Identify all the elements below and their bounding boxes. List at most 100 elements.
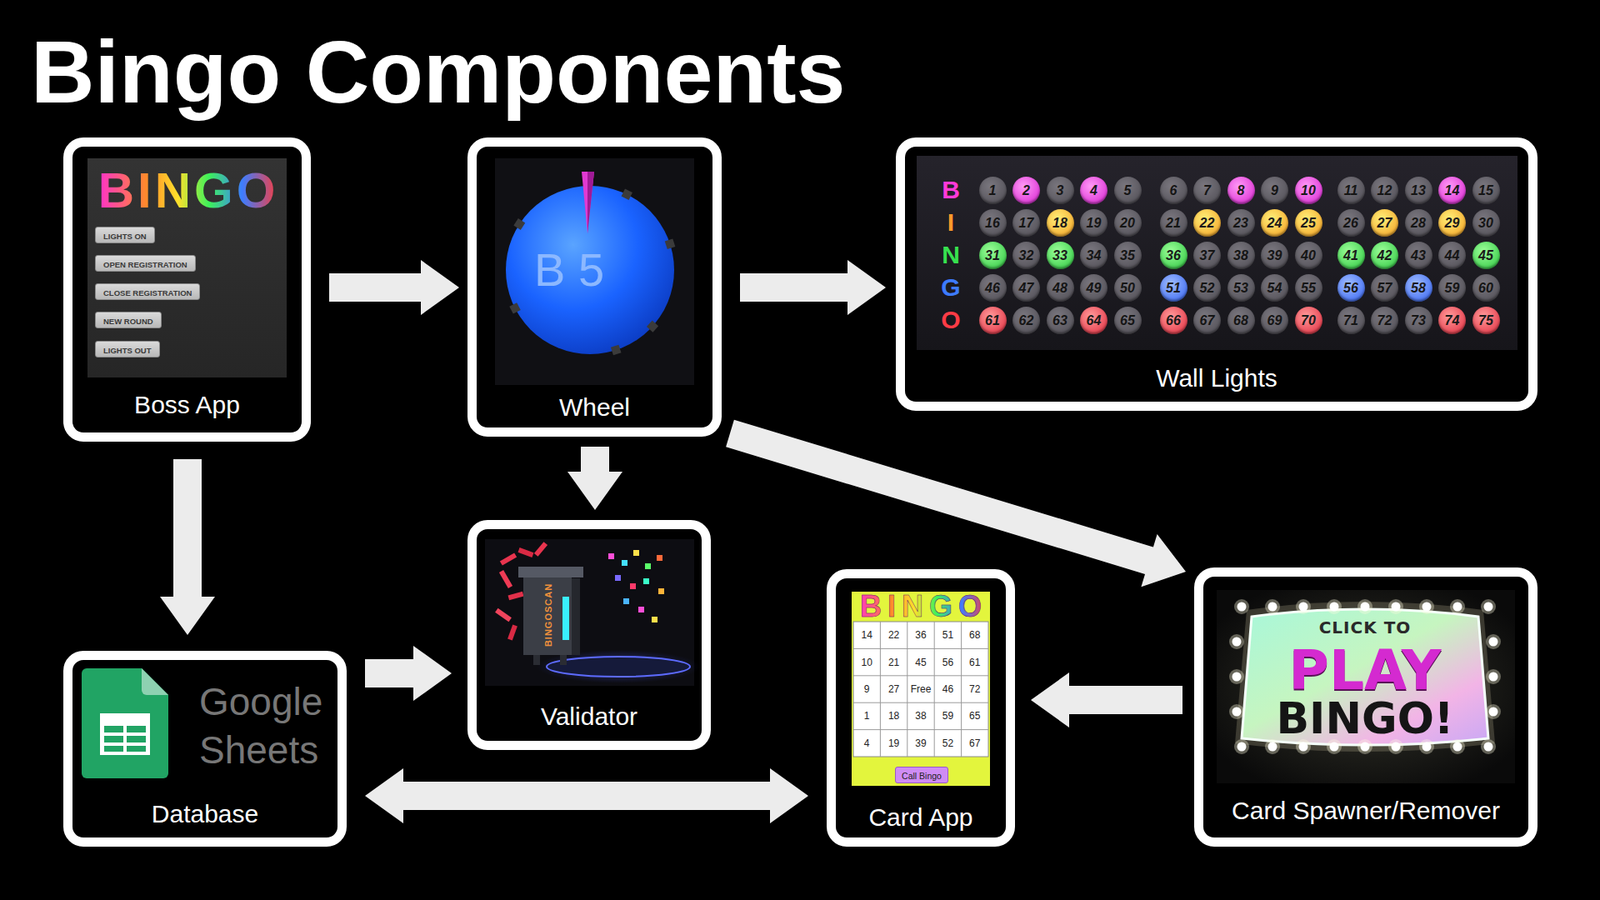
screen-background	[495, 158, 695, 385]
bulb-glow	[1295, 599, 1311, 615]
board-number: 35	[1114, 241, 1142, 270]
sheet-fold	[141, 668, 169, 695]
board-number: 13	[1405, 176, 1433, 205]
bulb-glow	[1326, 739, 1342, 755]
component-box: Wheel B 5	[467, 137, 722, 437]
bulb	[1453, 742, 1463, 752]
bulb	[1484, 602, 1494, 612]
bulb-glow	[1234, 599, 1250, 615]
card-cell: 10	[861, 657, 873, 668]
control-button: LIGHTS ON	[95, 226, 155, 244]
board-number: 28	[1405, 209, 1433, 237]
sign-text: BINGO!	[1275, 696, 1454, 740]
bingo-logo: BINGO	[854, 591, 988, 622]
confetti	[645, 563, 651, 570]
board-number: 8	[1227, 176, 1255, 205]
card-cell: 21	[888, 657, 900, 668]
board-number: 27	[1370, 209, 1399, 237]
flow-arrow	[365, 645, 452, 701]
bulb	[1268, 742, 1278, 752]
board-number: 62	[1012, 306, 1040, 335]
card-cell: 59	[942, 710, 954, 721]
card-cell: 18	[888, 710, 900, 721]
screen-background	[851, 591, 990, 786]
wheel-ball: B 5	[505, 185, 675, 355]
card-cell: 27	[888, 684, 900, 695]
machine-side	[571, 578, 580, 655]
confetti	[651, 616, 658, 623]
bulb-glow	[1234, 739, 1250, 755]
board-number: 58	[1405, 274, 1433, 302]
component-label: Wall Lights	[1155, 363, 1278, 394]
bulb	[1391, 602, 1401, 612]
board-number: 17	[1012, 209, 1040, 237]
machine-cap	[518, 566, 584, 578]
bulb	[1489, 637, 1499, 647]
card-grid	[853, 621, 989, 757]
sheet-cell	[104, 725, 124, 733]
board-number: 14	[1438, 176, 1466, 205]
component-label: Wheel	[559, 392, 630, 423]
sign-panel	[1241, 609, 1489, 745]
board-number: 55	[1295, 274, 1323, 302]
board-number: 72	[1370, 306, 1399, 335]
board-number: 74	[1438, 306, 1466, 335]
component-label: Database	[151, 799, 259, 830]
board-number: 49	[1080, 274, 1108, 302]
board-number: 19	[1080, 209, 1108, 237]
grid-lines	[853, 621, 989, 757]
control-button: NEW ROUND	[95, 311, 162, 329]
bulb	[1489, 707, 1499, 717]
board-number: 44	[1438, 241, 1466, 270]
bulb-glow	[1229, 669, 1245, 685]
sign-glow	[1235, 601, 1495, 752]
card-cell: 51	[942, 630, 954, 640]
spawner-backdrop	[1216, 590, 1515, 784]
card-cell: 14	[861, 630, 873, 640]
bulb-glow	[1485, 669, 1501, 685]
confetti	[507, 625, 518, 641]
board-letter: I	[947, 210, 955, 235]
card-cell: 67	[969, 738, 980, 749]
bulb-glow	[1480, 739, 1496, 755]
button-label: Call Bingo	[901, 768, 942, 784]
board-number: 41	[1337, 241, 1365, 270]
confetti	[534, 541, 548, 557]
board-number: 66	[1160, 306, 1188, 335]
machine-screen	[562, 596, 570, 640]
product-name: Sheets	[199, 728, 319, 772]
bulb-glow	[1485, 704, 1501, 720]
card-cell: 52	[942, 738, 954, 749]
board-number: 6	[1160, 176, 1188, 205]
confetti	[656, 555, 663, 561]
board-number: 37	[1193, 241, 1221, 270]
board-number: 3	[1046, 176, 1075, 205]
confetti	[658, 588, 665, 595]
board-number: 30	[1472, 209, 1500, 237]
card-cell: 9	[864, 684, 870, 695]
board-number: 51	[1160, 274, 1188, 302]
board-number: 68	[1227, 306, 1255, 335]
bulb-glow	[1485, 634, 1501, 650]
sheet-cell	[126, 725, 146, 733]
card-cell: 46	[942, 684, 954, 695]
card-cell: 1	[864, 710, 870, 721]
bulb	[1237, 602, 1247, 612]
confetti	[495, 608, 512, 622]
card-cell: 39	[915, 738, 926, 749]
bulb	[1422, 742, 1432, 752]
bulb-glow	[1295, 739, 1311, 755]
bulb	[1422, 602, 1432, 612]
confetti	[623, 598, 630, 605]
sign-text: PLAY	[1289, 643, 1442, 699]
component-label: Card Spawner/Remover	[1231, 795, 1500, 826]
card-cell: 56	[942, 657, 954, 668]
bulb-glow	[1229, 634, 1245, 650]
board-number: 47	[1012, 274, 1040, 302]
sheet-cell	[126, 745, 146, 752]
board-number: 22	[1193, 209, 1221, 237]
bulb	[1299, 742, 1309, 752]
board-number: 11	[1337, 176, 1365, 205]
wheel-ball	[505, 185, 675, 355]
